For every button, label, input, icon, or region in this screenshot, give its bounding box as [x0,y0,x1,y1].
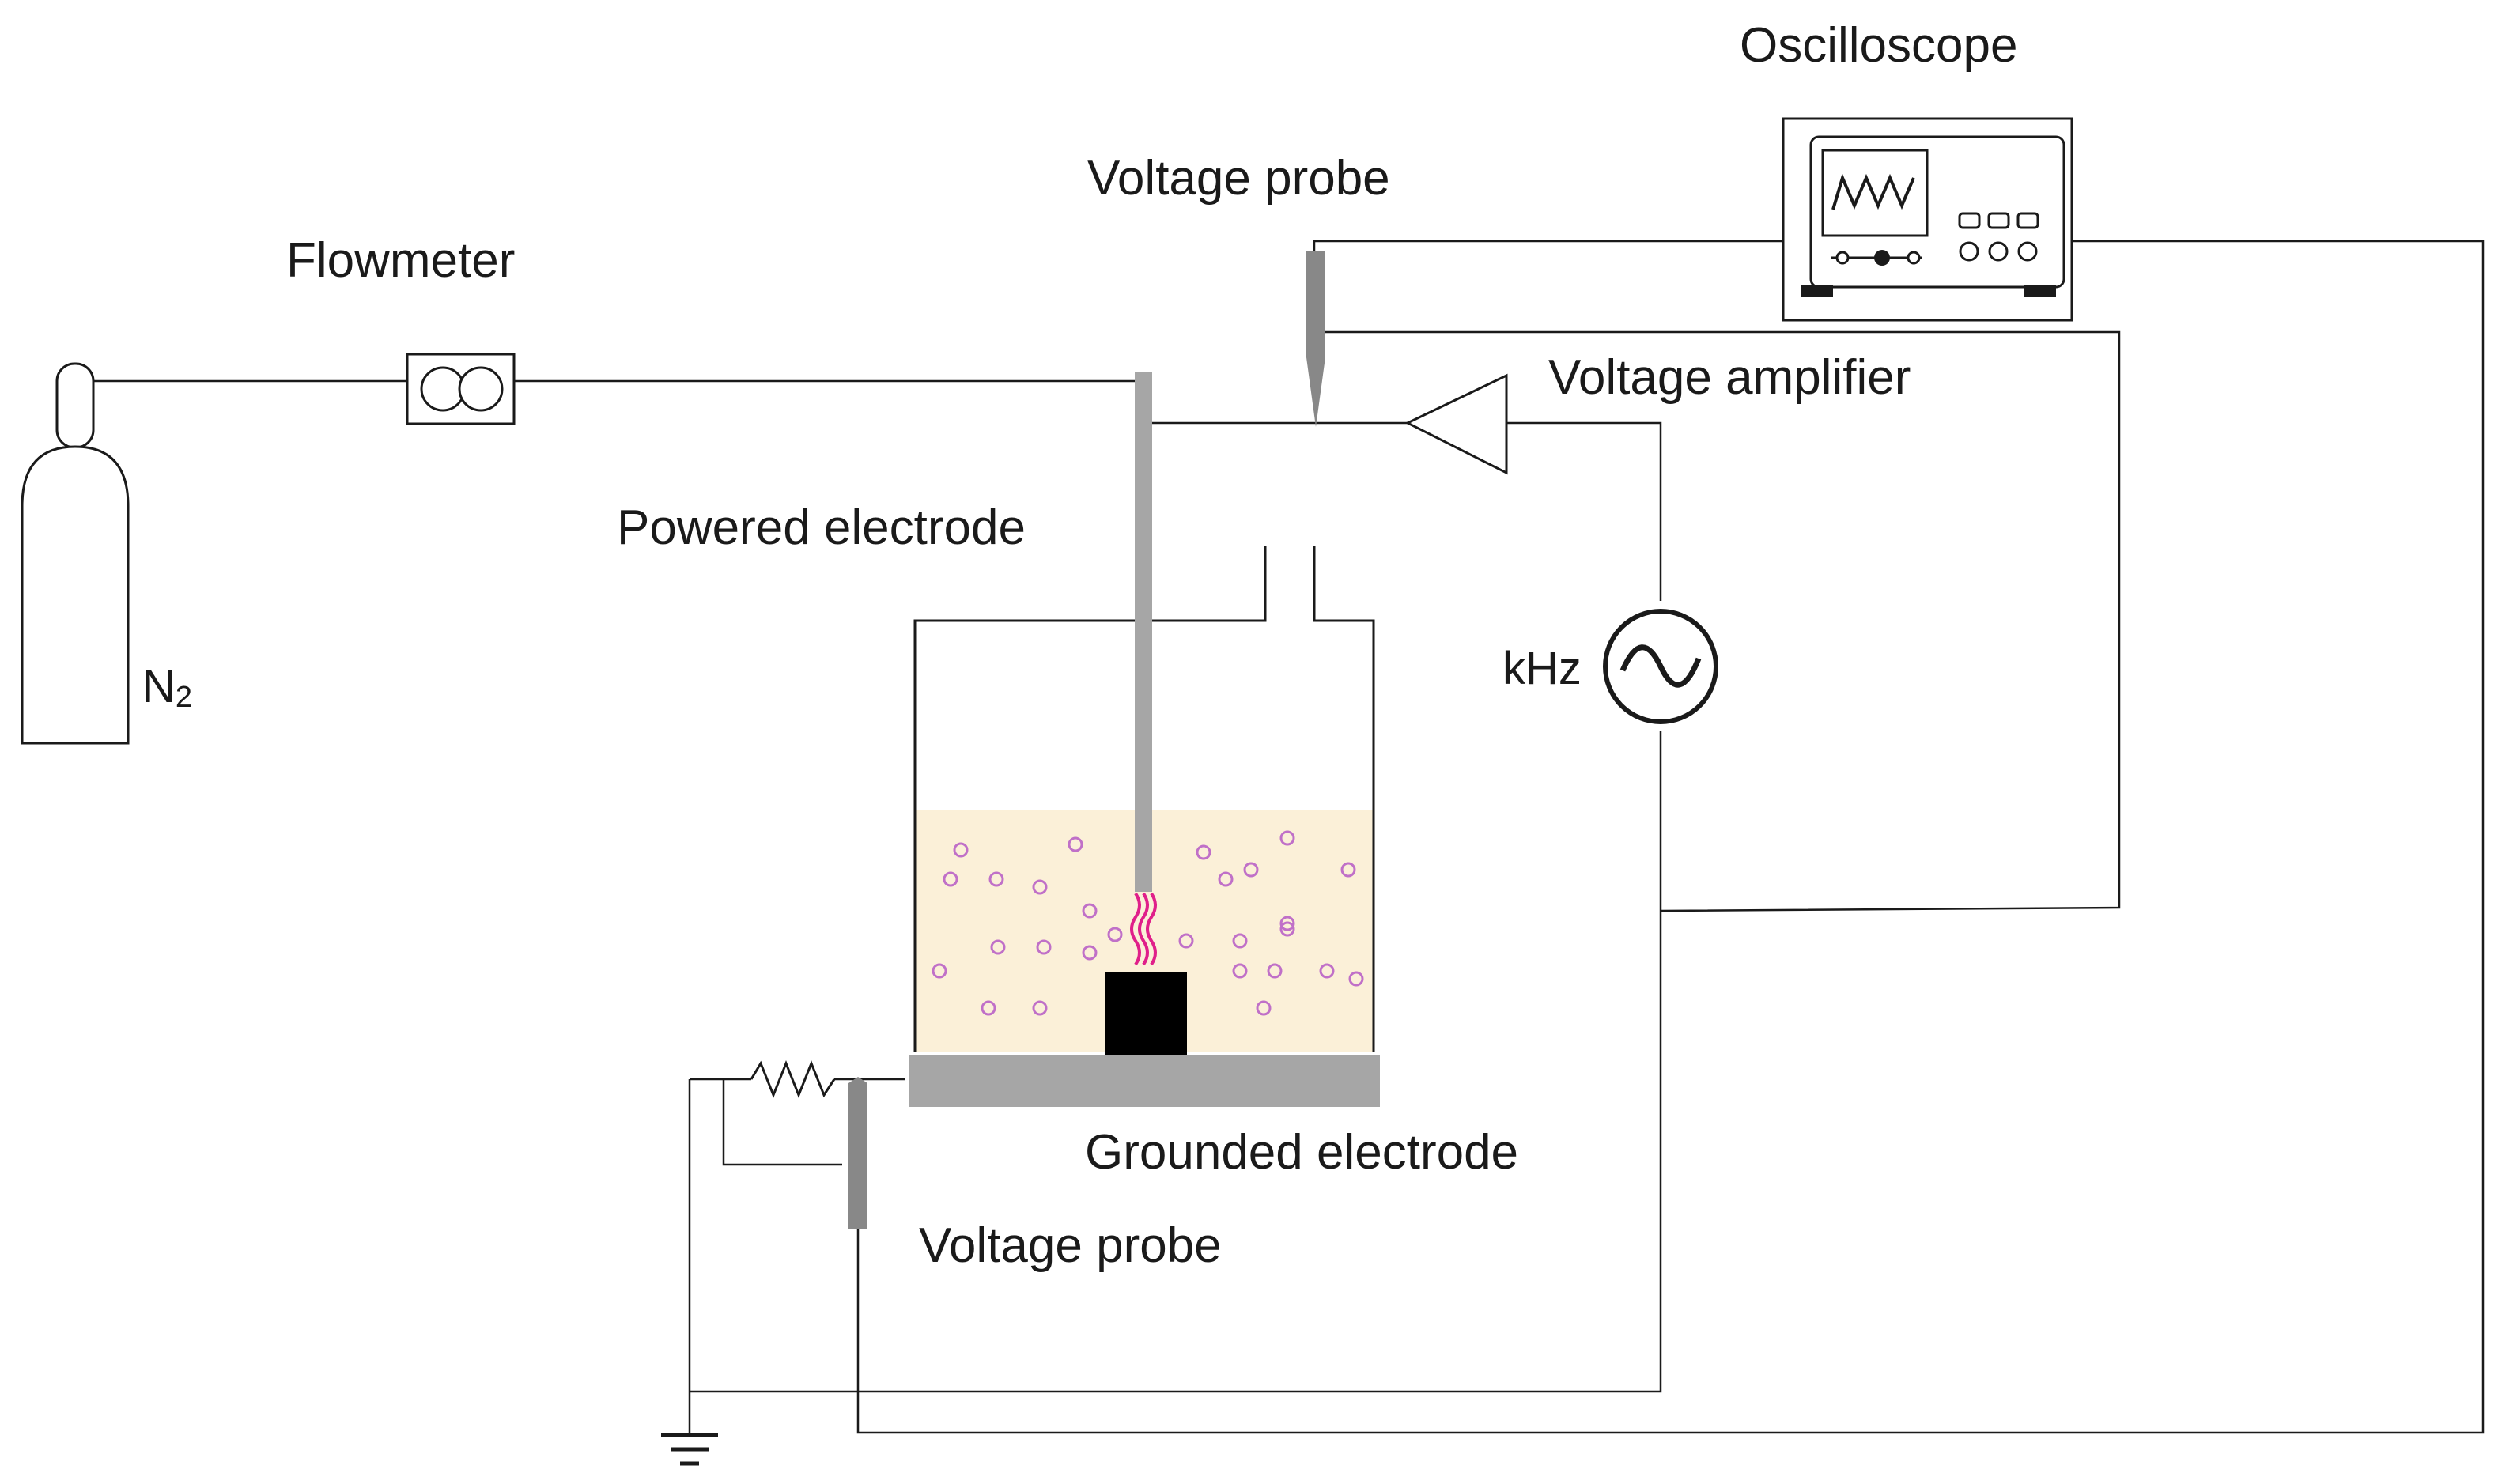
bubble [1279,916,1295,931]
bubble [953,842,969,858]
bubble [1256,1000,1272,1016]
bubble [1232,963,1248,979]
bubble [1279,830,1295,846]
vessel-wall-right [1313,546,1375,1052]
frequency-label: kHz [1502,643,1582,694]
plasma-discharge [1130,892,1157,966]
bubble [932,963,947,979]
flowmeter-label: Flowmeter [286,233,515,288]
bubble [1340,862,1356,878]
voltage-probe-top-label: Voltage probe [1087,151,1390,206]
voltage-amplifier-label: Voltage amplifier [1548,350,1911,405]
probe-top-loop [1321,330,2121,912]
bubble [1243,862,1259,878]
bubble [1232,933,1248,949]
powered-electrode [1135,372,1152,892]
voltage-probe-bottom [848,1077,867,1229]
bubble [988,871,1004,887]
powered-electrode-label: Powered electrode [617,500,1026,555]
grounded-electrode [909,1055,1380,1107]
bubble [1107,927,1123,942]
vessel-wall [913,546,1267,1052]
bubble [943,871,958,887]
scope-ch2-line [856,240,2485,1434]
bubble [1082,903,1098,919]
probe-bottom-loop [722,1079,842,1166]
ground-symbol-icon [661,1433,718,1466]
bubble [1267,963,1283,979]
grounded-electrode-label: Grounded electrode [1085,1125,1518,1180]
bubble [1348,971,1364,987]
amp-input-line [1506,421,1662,601]
gas-symbol: N [142,661,176,712]
bubble [1032,879,1048,895]
oscilloscope-icon [1782,117,2073,322]
voltage-probe-top [1306,251,1325,427]
sample-block [1105,972,1187,1055]
gas-cylinder-icon [21,362,130,745]
bubble [990,939,1006,955]
resistor-icon [750,1059,836,1099]
bubble [1068,836,1083,852]
gas-label: N2 [142,661,192,714]
bubble [1082,945,1098,961]
bubble [1196,844,1211,860]
bubble [1279,921,1295,937]
bubble [1178,933,1194,949]
source-return-line [690,731,1662,1393]
flowmeter-icon [406,353,516,425]
ac-source-icon [1603,609,1718,724]
bubble [1218,871,1234,887]
bubble [1036,939,1052,955]
bubble [981,1000,996,1016]
voltage-probe-bottom-label: Voltage probe [919,1218,1222,1273]
bubbles [932,830,1364,1016]
wiring [93,240,2485,1435]
bubble [1032,1000,1048,1016]
scope-ch1-line [1313,240,1783,257]
bubble [1319,963,1335,979]
oscilloscope-label: Oscilloscope [1740,18,2017,73]
gas-subscript: 2 [176,681,192,714]
amplifier-triangle-icon [1404,373,1508,475]
